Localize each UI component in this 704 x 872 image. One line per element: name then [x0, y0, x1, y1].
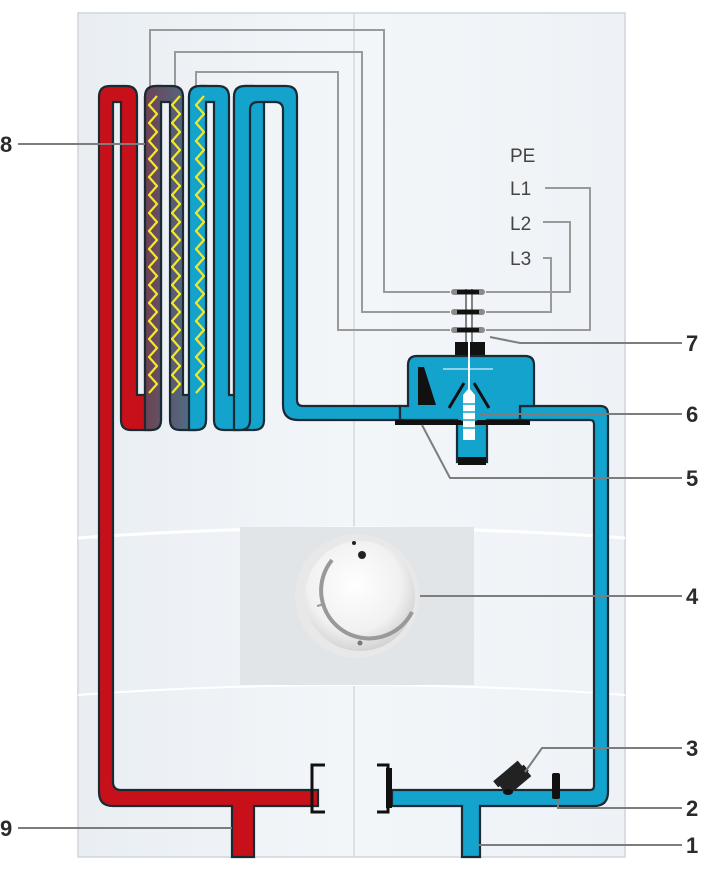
valve-piston-ribs [461, 403, 477, 429]
callout-3: 3 [686, 736, 698, 761]
knob-left-tick [316, 603, 326, 607]
terminal-l2-label: L2 [510, 214, 531, 235]
switch-contacts [451, 289, 485, 342]
leader-lines [18, 143, 682, 846]
terminal-l1-label: L1 [510, 179, 531, 200]
valve-bottom-cap [458, 457, 486, 465]
heating-coils [147, 95, 206, 394]
cold-water-pipe-loop [232, 84, 402, 432]
temperature-knob[interactable] [295, 534, 419, 658]
knob-scale-arc [319, 558, 414, 641]
diaphragm-plate [395, 420, 530, 425]
diaphragm-stop [418, 367, 436, 405]
callout-8: 8 [0, 132, 12, 157]
cold-water-pipe-right [390, 404, 610, 859]
strainer [493, 760, 532, 795]
callout-5: 5 [686, 466, 698, 491]
callout-9: 9 [0, 816, 12, 841]
leader-3 [524, 747, 682, 773]
callout-4: 4 [686, 584, 699, 609]
pressure-switch-assembly [395, 290, 536, 465]
strainer-hole [503, 789, 513, 795]
knob-indicator-dot [358, 551, 366, 559]
callout-1: 1 [686, 833, 698, 858]
valve-cone-outline [447, 382, 491, 409]
flow-sensor [552, 773, 560, 799]
heating-coil-1 [147, 95, 159, 394]
leader-5 [421, 424, 682, 479]
leader-2 [557, 800, 682, 809]
heating-coil-3 [194, 95, 206, 394]
terminal-pe-label: PE [510, 146, 535, 167]
knob-min-dot [352, 541, 356, 545]
callout-2: 2 [686, 796, 698, 821]
heating-coil-2 [170, 95, 182, 394]
leader-7 [489, 336, 682, 344]
element-wiring [149, 29, 450, 331]
callout-6: 6 [686, 402, 698, 427]
hot-coupling-bracket [310, 763, 325, 814]
cold-coupling-gasket [386, 768, 392, 808]
supply-wiring [486, 187, 591, 331]
callout-7: 7 [686, 331, 698, 356]
valve-piston [463, 388, 475, 440]
knob-bottom-mark [357, 640, 363, 646]
terminal-l3-label: L3 [510, 249, 531, 270]
